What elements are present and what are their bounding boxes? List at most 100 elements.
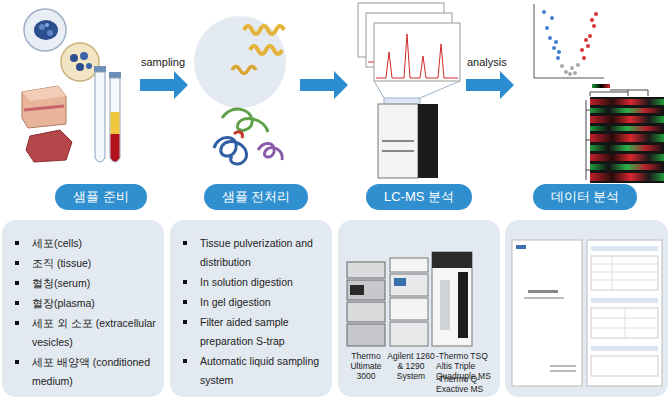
list-item: 세포(cells) <box>32 234 156 253</box>
text-line <box>550 370 576 372</box>
cell <box>47 30 53 36</box>
heatmap-row <box>590 173 664 181</box>
chart-window <box>366 13 452 67</box>
coil <box>258 143 282 160</box>
list-item: 혈장(plasma) <box>32 294 156 313</box>
cell <box>39 24 45 30</box>
heatmap-row <box>590 116 664 123</box>
heatmap-row <box>590 126 664 131</box>
text-line <box>524 297 564 299</box>
report-page <box>587 240 662 386</box>
arrow-label: analysis <box>467 56 507 68</box>
petri-dish <box>61 43 99 81</box>
dot <box>568 72 572 76</box>
stage-name: 샘플 준비 <box>73 188 129 206</box>
heatmap-row <box>590 108 664 113</box>
helix <box>244 26 284 34</box>
dot <box>582 56 586 60</box>
dot <box>550 16 554 20</box>
tube <box>95 72 105 162</box>
tissue <box>22 86 72 162</box>
dot <box>554 40 558 44</box>
list-item: 혈청(serum) <box>32 274 156 293</box>
flow-arrow <box>300 71 348 99</box>
heatmap <box>586 84 664 183</box>
heatmap-row <box>590 134 664 142</box>
heatmap-row <box>590 145 664 151</box>
chromatogram-stack <box>358 3 460 81</box>
stage-name: 샘플 전처리 <box>222 188 291 206</box>
dot <box>592 24 596 28</box>
flow-arrow <box>466 71 514 99</box>
arrow-label: sampling <box>141 56 185 68</box>
cells <box>34 20 58 40</box>
heatmap-row <box>590 154 664 161</box>
report-page <box>512 240 582 386</box>
stage-label: 샘플 준비 <box>55 184 147 210</box>
instrument-body <box>378 104 418 178</box>
skin-top <box>22 86 66 101</box>
tube <box>110 78 120 162</box>
solution-circle <box>194 16 286 108</box>
stage-label: 데이터 분석 <box>533 184 637 210</box>
dish <box>61 43 99 81</box>
cell <box>86 63 92 69</box>
text-line <box>528 290 558 293</box>
header-bar <box>591 298 658 303</box>
logo <box>516 245 526 249</box>
coil <box>222 109 268 132</box>
axis <box>534 4 535 78</box>
axis <box>534 78 604 79</box>
list-item: 세포 외 소포 (extracellular vesicles) <box>32 314 156 352</box>
prep-list-panel: Tissue pulverization and distributionIn … <box>170 220 332 397</box>
report-panel <box>505 220 668 397</box>
vent <box>382 140 414 142</box>
dot <box>580 48 584 52</box>
table-lines <box>591 256 658 290</box>
header-bar <box>591 246 658 251</box>
dot <box>570 66 574 70</box>
dot <box>590 18 594 22</box>
dot <box>548 36 552 40</box>
header-bar <box>591 346 658 351</box>
vent <box>382 150 414 152</box>
instrument-name: Agilent 1260 & 1290 System <box>386 351 436 381</box>
list-item: Filter aided sample preparation S-trap <box>200 313 340 351</box>
list-item: 세포 배양액 (conditioned medium) <box>32 353 156 391</box>
volcano-plot <box>534 4 604 78</box>
panel <box>505 220 668 397</box>
stage-name: 데이터 분석 <box>551 188 620 206</box>
peaks <box>376 34 458 78</box>
table <box>591 308 658 338</box>
stage-label: LC-MS 분석 <box>366 184 472 210</box>
dot <box>588 34 592 38</box>
flow-arrow <box>140 71 188 99</box>
heatmap-row <box>590 99 664 105</box>
protein-illustration <box>194 16 286 164</box>
helix <box>250 46 282 54</box>
coil <box>214 138 246 164</box>
cell <box>45 23 49 27</box>
dot <box>542 10 546 14</box>
instrument-panel <box>418 104 438 178</box>
list-item: Automatic liquid sampling system <box>200 352 340 390</box>
table <box>591 356 658 376</box>
dot <box>552 46 556 50</box>
list-item: Tissue pulverization and distribution <box>200 234 340 272</box>
dendrogram <box>590 90 648 96</box>
chart-window <box>358 3 444 57</box>
list-item: In gel digestion <box>200 293 340 312</box>
text-line <box>550 365 576 367</box>
dot <box>545 26 549 30</box>
sample-list-panel: 세포(cells)조직 (tissue)혈청(serum)혈장(plasma)세… <box>2 220 164 397</box>
callout-line <box>374 81 384 98</box>
petri-dish <box>24 9 66 51</box>
dot <box>573 71 577 75</box>
zoom-callout <box>384 98 420 130</box>
blood <box>111 134 120 162</box>
tube-cap <box>94 66 106 72</box>
cell <box>70 54 78 62</box>
stage-label: 샘플 전처리 <box>204 184 308 210</box>
dot <box>560 64 564 68</box>
